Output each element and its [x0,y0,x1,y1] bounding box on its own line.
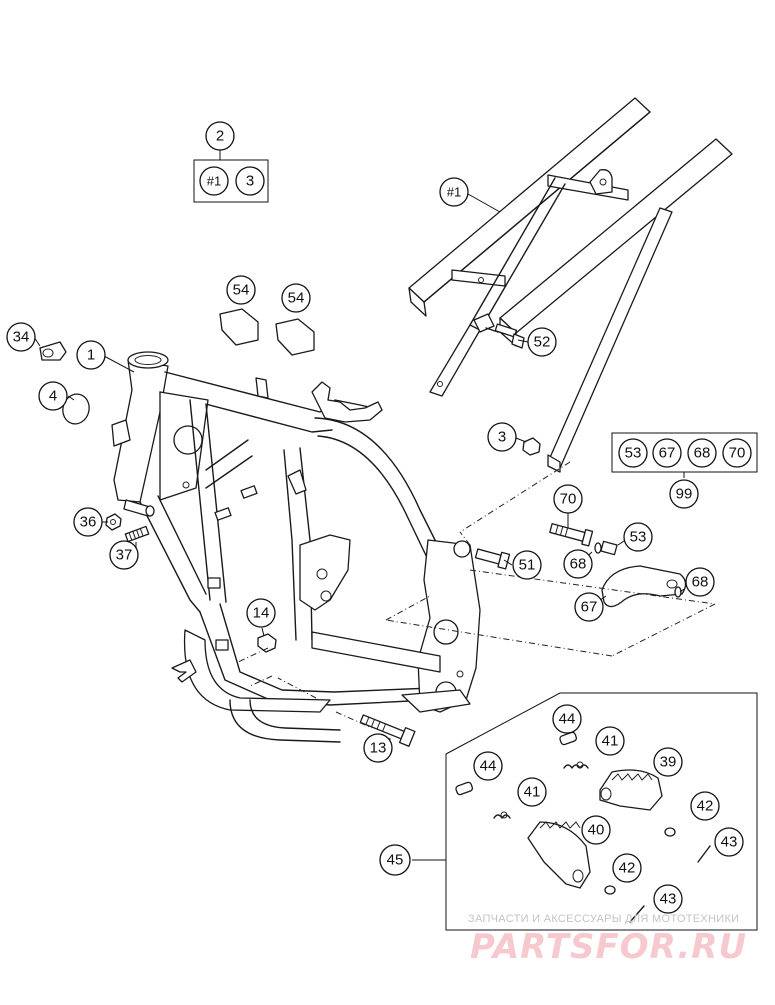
svg-text:67: 67 [659,445,676,462]
callout-54-b: 54 [281,283,311,313]
footpeg-kit [445,692,758,931]
callout-51: 51 [512,550,542,580]
callout-3-box: 3 [235,166,265,196]
callout-34: 34 [6,322,36,352]
callout-42-a: 42 [690,791,720,821]
watermark-caption: ЗАПЧАСТИ И АКСЕССУАРЫ ДЛЯ МОТОТЕХНИКИ [468,913,739,925]
callout-40: 40 [581,815,611,845]
subframe-drawing [408,97,733,473]
svg-text:34: 34 [13,329,30,346]
callout-1: 1 [76,340,106,370]
svg-text:44: 44 [559,711,576,728]
callout-44-b: 44 [473,751,503,781]
small-parts-left [39,308,315,543]
svg-text:53: 53 [625,445,642,462]
svg-text:51: 51 [519,557,536,574]
callout-45: 45 [379,844,411,876]
svg-text:54: 54 [233,282,250,299]
svg-text:2: 2 [216,128,224,145]
svg-text:68: 68 [570,556,587,573]
kit-box-guide [611,432,758,478]
callout-3: 3 [487,422,517,452]
fasteners [257,437,687,747]
leader-lines [33,193,685,861]
svg-text:39: 39 [660,754,677,771]
callout-hash1-subframe: #1 [439,177,469,207]
svg-text:14: 14 [253,605,270,622]
callout-42-b: 42 [612,853,642,883]
callout-99: 99 [669,479,699,509]
callout-37: 37 [109,540,139,570]
callout-70: 70 [553,484,583,514]
callout-53-box: 53 [618,438,648,468]
watermark: ЗАПЧАСТИ И АКСЕССУАРЫ ДЛЯ МОТОТЕХНИКИ PA… [468,913,747,967]
svg-text:99: 99 [676,486,693,503]
svg-text:44: 44 [480,758,497,775]
svg-text:70: 70 [560,491,577,508]
callout-70-box: 70 [722,438,752,468]
callout-67-box: 67 [652,438,682,468]
svg-text:#1: #1 [447,185,461,200]
callout-41-b: 41 [517,777,547,807]
callout-52: 52 [527,327,557,357]
callout-41-a: 41 [595,726,625,756]
svg-text:40: 40 [588,822,605,839]
callout-2: 2 [205,121,235,151]
svg-text:70: 70 [729,445,746,462]
svg-text:41: 41 [602,733,619,750]
svg-text:43: 43 [721,834,738,851]
svg-text:42: 42 [697,798,714,815]
svg-text:54: 54 [288,290,305,307]
watermark-logo: PARTSFOR.RU [470,927,747,967]
callout-54-a: 54 [226,275,256,305]
callout-44-a: 44 [552,704,582,734]
callout-53: 53 [623,522,653,552]
svg-text:68: 68 [694,445,711,462]
callout-hash1-box: #1 [199,166,229,196]
callout-36: 36 [73,507,103,537]
callout-67: 67 [574,592,604,622]
callout-14: 14 [246,598,276,628]
main-frame-drawing [111,351,481,743]
dash-lines [237,461,716,729]
callout-43-b: 43 [653,884,683,914]
svg-text:4: 4 [49,388,57,405]
callout-13: 13 [363,733,393,763]
svg-text:37: 37 [116,547,133,564]
svg-text:67: 67 [581,599,598,616]
svg-text:43: 43 [660,891,677,908]
callout-43-a: 43 [714,827,744,857]
svg-text:3: 3 [498,429,506,446]
svg-text:45: 45 [387,852,404,869]
callout-68-box: 68 [687,438,717,468]
svg-text:#1: #1 [207,174,221,189]
svg-text:68: 68 [692,574,709,591]
kit-box-frame [193,150,269,203]
callout-68-b: 68 [685,567,715,597]
svg-text:3: 3 [246,173,254,190]
svg-text:36: 36 [80,514,97,531]
callout-39: 39 [653,747,683,777]
callout-68-a: 68 [563,549,593,579]
svg-text:42: 42 [619,860,636,877]
svg-text:41: 41 [524,784,541,801]
svg-text:53: 53 [630,529,647,546]
callout-4: 4 [38,381,68,411]
svg-text:13: 13 [370,740,387,757]
svg-text:1: 1 [87,347,95,364]
svg-text:52: 52 [534,334,551,351]
